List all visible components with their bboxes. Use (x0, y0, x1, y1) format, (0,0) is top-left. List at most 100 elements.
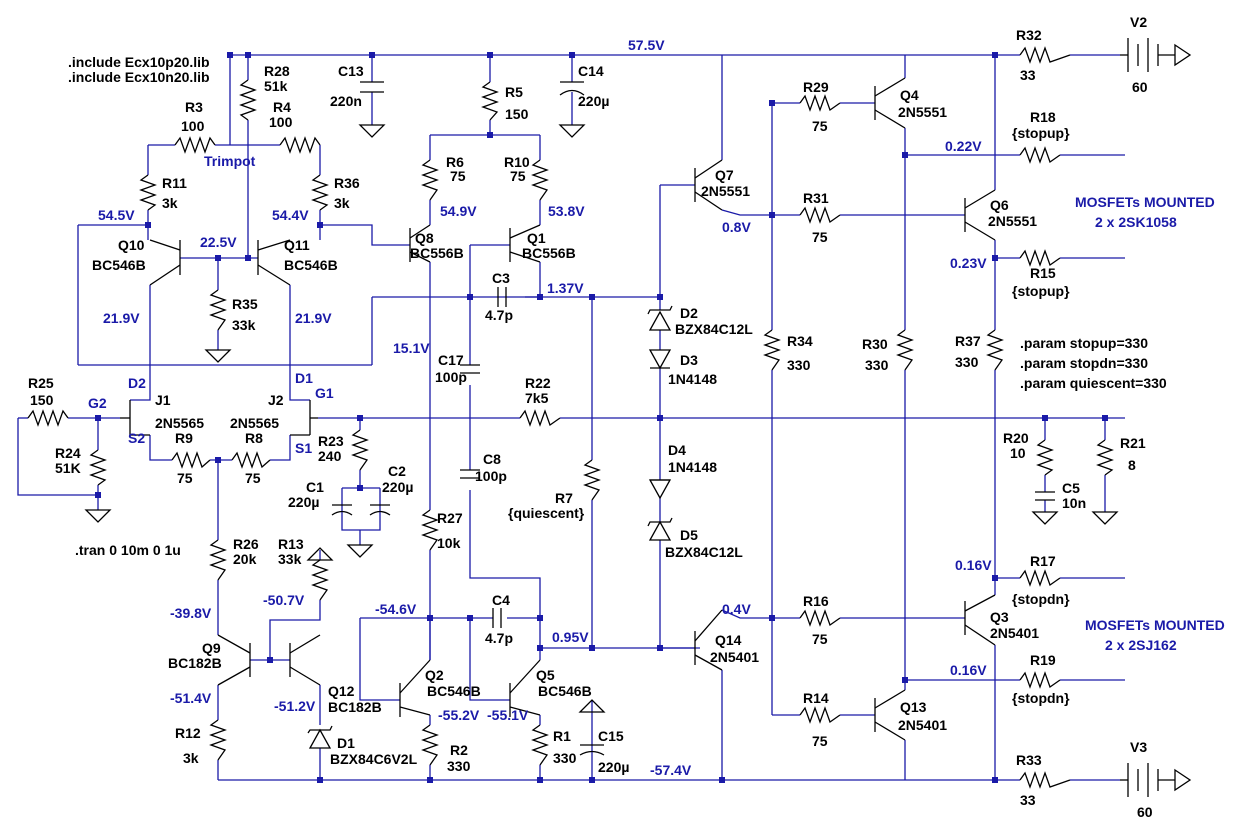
component-r13-value: 33k (278, 551, 302, 567)
pin-d2: D2 (128, 375, 146, 391)
component-c17-value: 100p (435, 369, 467, 385)
component-r24-ref: R24 (55, 445, 81, 461)
voltage-v3: 22.5V (200, 234, 237, 250)
component-r36-value: 3k (334, 195, 350, 211)
component-c4-ref: C4 (492, 592, 510, 608)
voltage-v9: 1.37V (547, 280, 584, 296)
component-r33-ref: R33 (1016, 752, 1042, 768)
component-d4-value: 1N4148 (668, 459, 717, 475)
component-r21-value: 8 (1128, 457, 1136, 473)
component-q6-ref: Q6 (990, 197, 1009, 213)
component-j2-ref: J2 (268, 392, 284, 408)
component-r4-value: 100 (269, 114, 293, 130)
voltage-v2: 54.5V (98, 207, 135, 223)
component-r11-value: 3k (162, 195, 178, 211)
pin-g2: G2 (88, 395, 107, 411)
component-q9-ref: Q9 (202, 640, 221, 656)
component-r34-ref: R34 (787, 333, 813, 349)
component-r3-value: 100 (181, 118, 205, 134)
component-r5-ref: R5 (505, 84, 523, 100)
component-q9-value: BC182B (168, 655, 222, 671)
component-c17-ref: C17 (438, 352, 464, 368)
component-q14-value: 2N5401 (710, 649, 759, 665)
component-d2-value: BZX84C12L (675, 321, 753, 337)
component-r22-value: 7k5 (525, 390, 549, 406)
component-q2-ref: Q2 (425, 667, 444, 683)
wires (17, 54, 1125, 781)
voltage-v1: 57.5V (628, 37, 665, 53)
component-r12-ref: R12 (175, 725, 201, 741)
transistor-symbols (120, 77, 996, 741)
note-mosfets-upper: MOSFETs MOUNTED (1075, 194, 1215, 210)
component-r33-value: 33 (1020, 792, 1036, 808)
component-j1-value: 2N5565 (155, 415, 204, 431)
component-r20-ref: R20 (1003, 430, 1029, 446)
component-c5-ref: C5 (1062, 480, 1080, 496)
resistor-symbols (27, 46, 1114, 789)
voltage-v11: 0.8V (722, 219, 751, 235)
component-q8-value: BC556B (410, 245, 464, 261)
voltage-v10: 15.1V (393, 340, 430, 356)
component-q3-value: 2N5401 (990, 625, 1039, 641)
note-mosfets-lower: MOSFETs MOUNTED (1085, 617, 1225, 633)
component-c1-value: 220µ (288, 494, 319, 510)
voltage-v24: 0.16V (950, 662, 987, 678)
voltage-v5: 54.9V (440, 203, 477, 219)
component-q8-ref: Q8 (415, 230, 434, 246)
pin-s1: S1 (295, 440, 312, 456)
component-c8-ref: C8 (483, 451, 501, 467)
component-r26-ref: R26 (233, 536, 259, 552)
component-r32-value: 33 (1020, 67, 1036, 83)
voltage-v7: 21.9V (103, 310, 140, 326)
voltage-v22: 0.4V (722, 601, 751, 617)
component-r31-ref: R31 (803, 190, 829, 206)
component-q1-value: BC556B (522, 245, 576, 261)
component-d3-ref: D3 (680, 352, 698, 368)
note-labels: MOSFETs MOUNTED 2 x 2SK1058 MOSFETs MOUN… (1075, 194, 1225, 653)
voltage-v6: 53.8V (548, 203, 585, 219)
component-r11-ref: R11 (162, 175, 187, 191)
component-q12-value: BC182B (328, 699, 382, 715)
component-r9-value: 75 (177, 470, 193, 486)
directive-include-p: .include Ecx10p20.lib (68, 54, 210, 70)
voltage-v13: 0.23V (950, 255, 987, 271)
component-r29-ref: R29 (803, 79, 829, 95)
component-r15-ref: R15 (1030, 265, 1056, 281)
component-c3-value: 4.7p (485, 307, 513, 323)
component-q3-ref: Q3 (990, 609, 1009, 625)
component-c2-value: 220µ (382, 479, 413, 495)
component-q13-ref: Q13 (900, 699, 927, 715)
component-r34-value: 330 (787, 357, 811, 373)
capacitor-symbols (331, 81, 1055, 756)
component-c8-value: 100p (475, 468, 507, 484)
directive-param-quiescent: .param quiescent=330 (1020, 375, 1167, 391)
component-q13-value: 2N5401 (898, 717, 947, 733)
pin-d1: D1 (295, 370, 313, 386)
component-r17-value: {stopdn} (1012, 591, 1070, 607)
voltage-v15: -50.7V (263, 592, 305, 608)
component-labels: R3 100 R4 100 R28 51k R11 3k R36 3k R35 … (28, 14, 1153, 820)
voltage-v25: -57.4V (650, 762, 692, 778)
pin-g1: G1 (315, 385, 334, 401)
component-c2-ref: C2 (388, 463, 406, 479)
component-c14-value: 220µ (578, 93, 609, 109)
component-r28-value: 51k (264, 78, 288, 94)
directive-param-stopup: .param stopup=330 (1020, 335, 1148, 351)
component-r26-value: 20k (233, 551, 257, 567)
voltage-v17: -51.2V (274, 698, 316, 714)
component-r36-ref: R36 (334, 175, 360, 191)
component-v3-value: 60 (1137, 804, 1153, 820)
pin-labels: Trimpot D2 G2 S2 D1 G1 S1 (88, 153, 334, 456)
component-c3-ref: C3 (492, 270, 510, 286)
component-c13-value: 220n (330, 93, 362, 109)
component-r3-ref: R3 (185, 99, 203, 115)
pin-s2: S2 (128, 430, 145, 446)
component-r23-ref: R23 (318, 433, 344, 449)
component-r35-value: 33k (232, 317, 256, 333)
component-d5-ref: D5 (680, 527, 698, 543)
pin-trimpot: Trimpot (204, 153, 256, 169)
component-r30-ref: R30 (862, 336, 888, 352)
component-c5-value: 10n (1062, 495, 1086, 511)
